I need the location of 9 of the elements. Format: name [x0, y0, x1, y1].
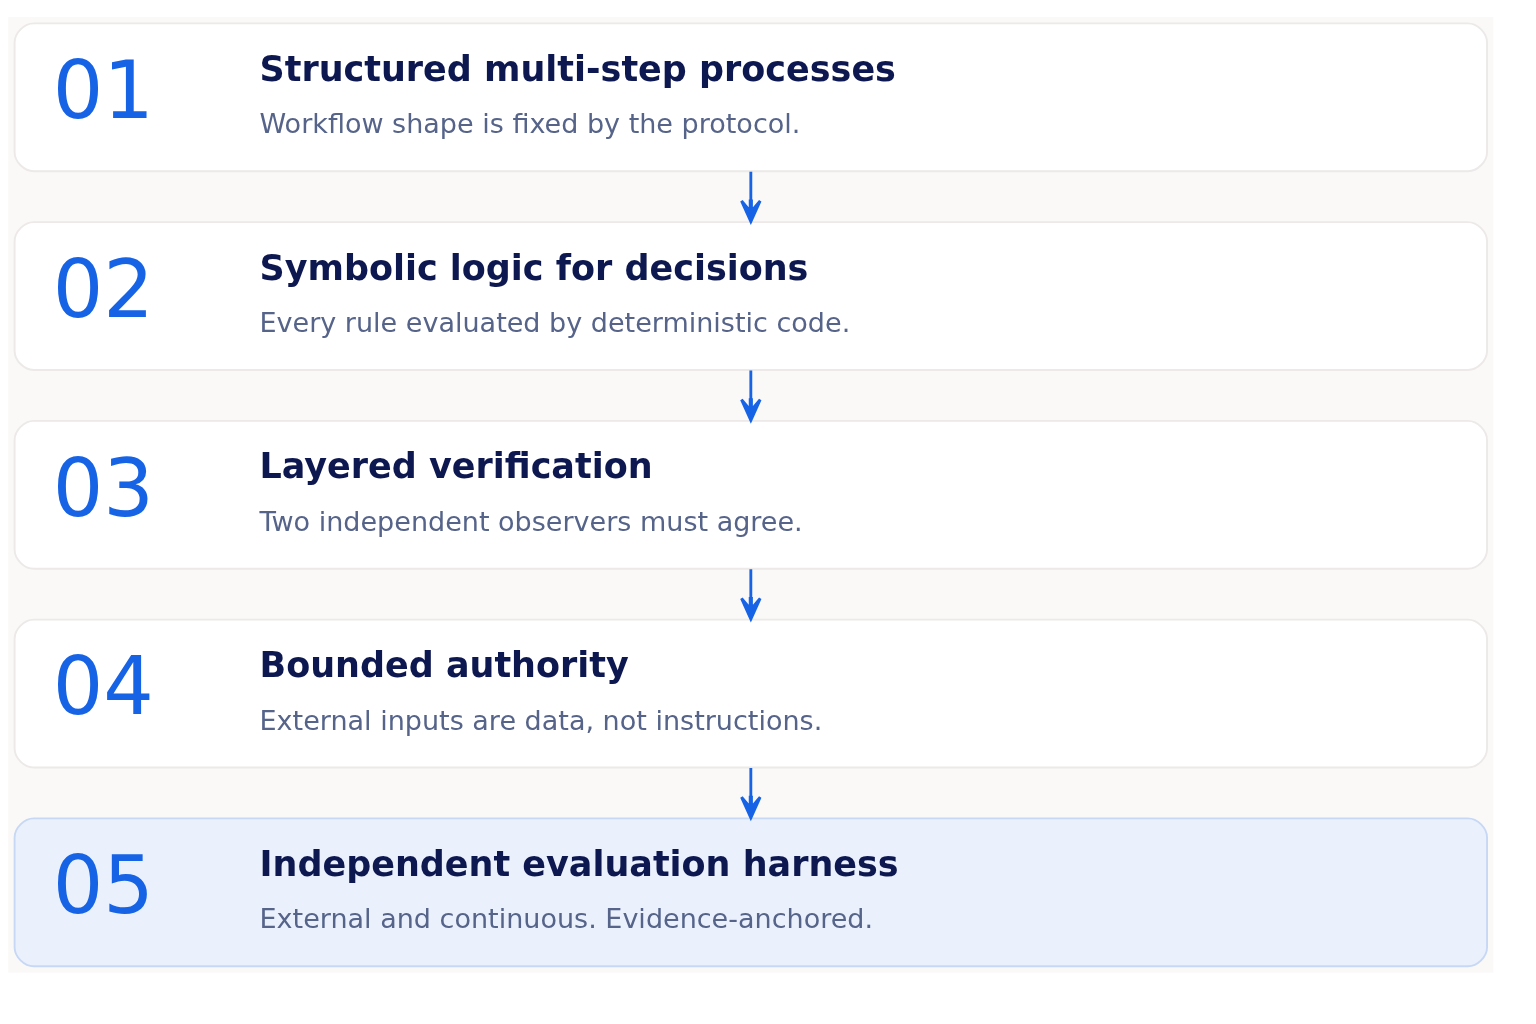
node-box: 02 Symbolic logic for decisions Every rule evaluated by deterministic code.	[13, 221, 1488, 371]
arrow	[740, 370, 762, 422]
node-box: 04 Bounded authority External inputs are data, not instructions.	[13, 618, 1488, 769]
node-box: 05 Independent evaluation harness External and continuous. Evidence-anchored.	[13, 817, 1488, 968]
node-box: 03 Layered verification Two independent observers must agree.	[13, 419, 1488, 570]
arrow	[740, 171, 762, 223]
arrow	[740, 569, 762, 621]
arrow	[740, 768, 762, 820]
node-box: 01 Structured multi-step processes Workflow shape is fixed by the protocol.	[13, 22, 1488, 173]
